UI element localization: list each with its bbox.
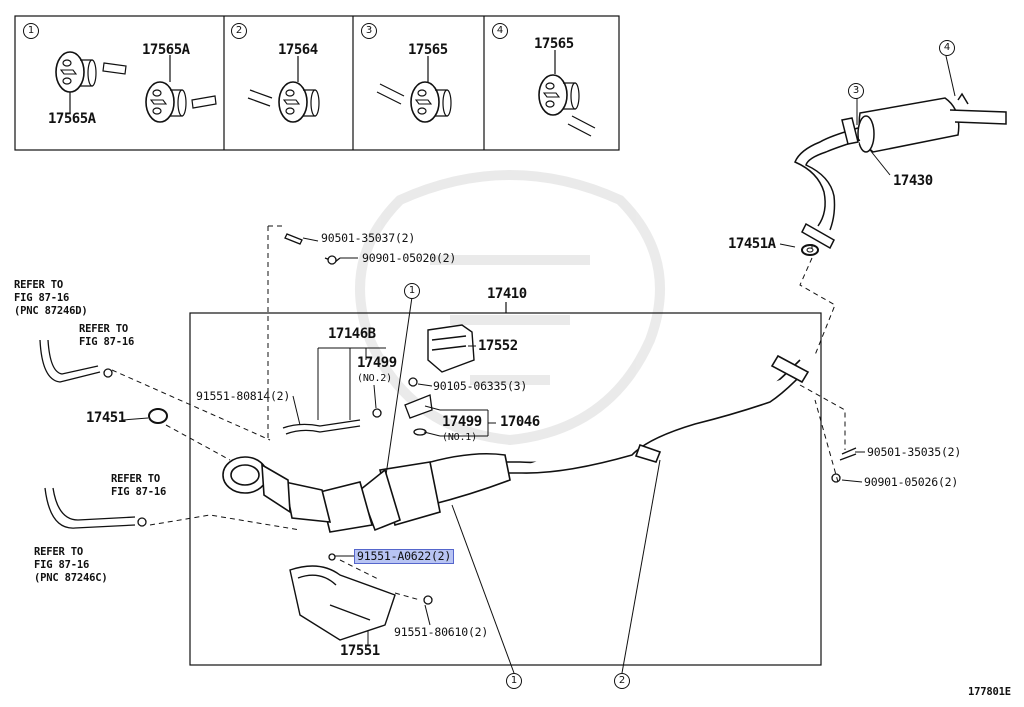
part-17430[interactable]: 17430 — [893, 173, 933, 189]
refer-note-87246C[interactable]: REFER TO FIG 87-16 (PNC 87246C) — [34, 546, 108, 585]
part-17551[interactable]: 17551 — [340, 643, 380, 659]
refer-line: REFER TO — [14, 279, 63, 291]
part-90501-35037[interactable]: 90501-35037(2) — [321, 231, 416, 245]
part-90105-06335[interactable]: 90105-06335(3) — [433, 379, 528, 393]
refer-note-87-16-lower[interactable]: REFER TO FIG 87-16 — [111, 473, 166, 499]
refer-line: FIG 87-16 — [111, 486, 167, 498]
refer-line: REFER TO — [111, 473, 160, 485]
heat-insulator-17552 — [427, 324, 475, 373]
part-17565-inset4[interactable]: 17565 — [534, 36, 574, 52]
part-91551-80814[interactable]: 91551-80814(2) — [196, 389, 291, 403]
part-91551-A0622-highlighted[interactable]: 91551-A0622(2) — [353, 549, 455, 564]
part-17499-no1-note: (NO.1) — [442, 432, 477, 443]
part-17564[interactable]: 17564 — [278, 42, 318, 58]
inset-hanger-4 — [538, 74, 580, 116]
exhaust-pipe-17410 — [222, 354, 810, 533]
small-parts — [39, 233, 857, 605]
part-17410[interactable]: 17410 — [487, 286, 527, 302]
part-90501-35035[interactable]: 90501-35035(2) — [867, 445, 962, 459]
muffler-17430 — [794, 92, 1007, 250]
inset-frame — [14, 15, 620, 151]
inset-hanger-3 — [410, 81, 452, 123]
callout-3: 3 — [848, 83, 864, 99]
refer-line: FIG 87-16 — [34, 559, 90, 571]
leader-lines — [111, 55, 956, 674]
callout-2-bottom: 2 — [614, 673, 630, 689]
part-17451A[interactable]: 17451A — [728, 236, 776, 252]
inset-number-3: 3 — [361, 23, 377, 39]
refer-line: (PNC 87246C) — [34, 572, 108, 584]
part-17565-inset3[interactable]: 17565 — [408, 42, 448, 58]
refer-line: (PNC 87246D) — [14, 305, 88, 317]
inset-hanger-1a — [55, 51, 97, 93]
refer-line: FIG 87-16 — [79, 336, 135, 348]
refer-note-87246D[interactable]: REFER TO FIG 87-16 (PNC 87246D) — [14, 279, 88, 318]
gasket-17451A — [801, 244, 819, 256]
inset-hanger-2 — [278, 81, 320, 123]
part-91551-80610[interactable]: 91551-80610(2) — [394, 625, 489, 639]
refer-line: REFER TO — [34, 546, 83, 558]
inset-number-4: 4 — [492, 23, 508, 39]
part-17499-no2-note: (NO.2) — [357, 373, 392, 384]
callout-1-bottom: 1 — [506, 673, 522, 689]
figure-id: 177801E — [968, 686, 1011, 698]
part-17552[interactable]: 17552 — [478, 338, 518, 354]
part-17499-no2[interactable]: 17499 — [357, 355, 397, 371]
callout-1-top: 1 — [404, 283, 420, 299]
callout-4: 4 — [939, 40, 955, 56]
assembly-frame — [189, 302, 822, 666]
part-90901-05026[interactable]: 90901-05026(2) — [864, 475, 959, 489]
part-90901-05020[interactable]: 90901-05020(2) — [362, 251, 457, 265]
part-17499-no1[interactable]: 17499 — [442, 414, 482, 430]
part-17565A-upper[interactable]: 17565A — [142, 42, 190, 58]
refer-note-87-16-upper[interactable]: REFER TO FIG 87-16 — [79, 323, 134, 349]
part-17146B[interactable]: 17146B — [328, 326, 376, 342]
watermark-emblem — [355, 170, 665, 446]
part-17451[interactable]: 17451 — [86, 410, 126, 426]
refer-line: REFER TO — [79, 323, 128, 335]
part-17565A-lower[interactable]: 17565A — [48, 111, 96, 127]
inset-number-1: 1 — [23, 23, 39, 39]
heat-insulator-17551 — [289, 565, 396, 641]
refer-line: FIG 87-16 — [14, 292, 70, 304]
part-17046[interactable]: 17046 — [500, 414, 540, 430]
inset-number-2: 2 — [231, 23, 247, 39]
inset-hanger-1b — [145, 81, 187, 123]
